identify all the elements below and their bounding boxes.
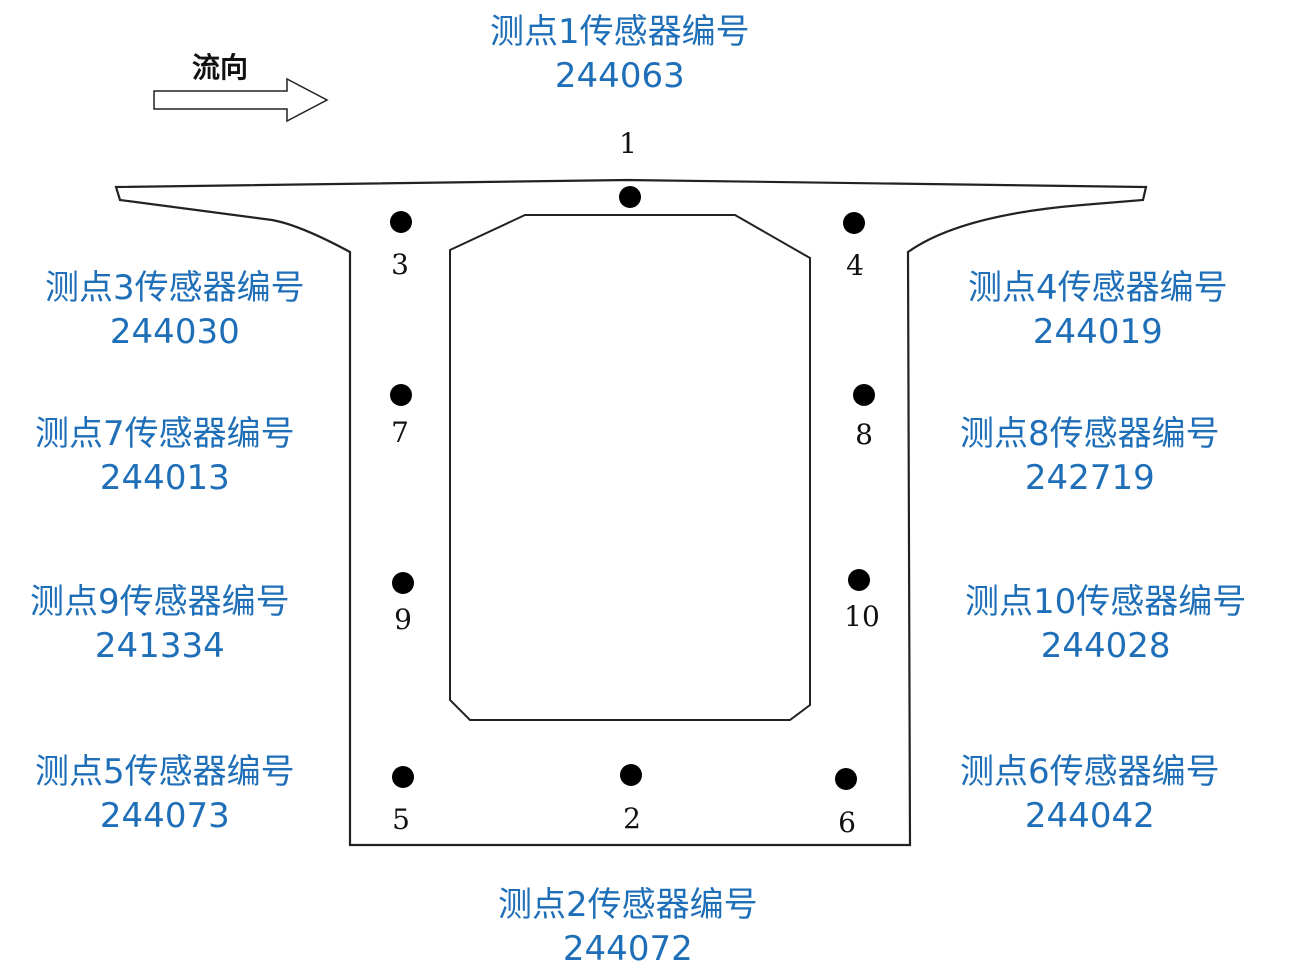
- point-3-marker: [390, 211, 412, 233]
- point-9-title: 测点9传感器编号: [30, 582, 290, 622]
- point-3-title: 测点3传感器编号: [45, 268, 305, 308]
- point-8-title: 测点8传感器编号: [960, 414, 1220, 454]
- point-10-number: 10: [844, 600, 880, 633]
- point-6-marker: [835, 768, 857, 790]
- point-4-number: 4: [846, 249, 864, 282]
- point-8-sensor-id: 242719: [1024, 458, 1155, 498]
- point-9-sensor-id: 241334: [94, 626, 225, 666]
- point-10-sensor-id: 244028: [1040, 626, 1171, 666]
- point-2-label: 测点2传感器编号 244072: [498, 883, 758, 971]
- point-9-label: 测点9传感器编号 241334: [30, 580, 290, 668]
- point-9-number: 9: [394, 603, 412, 636]
- point-6-sensor-id: 244042: [1024, 796, 1155, 836]
- point-5-marker: [392, 766, 414, 788]
- girder-outer-outline: [114, 178, 1148, 847]
- point-4-title: 测点4传感器编号: [968, 268, 1228, 308]
- point-8-label: 测点8传感器编号 242719: [960, 412, 1220, 500]
- point-2-number: 2: [623, 802, 641, 835]
- point-7-sensor-id: 244013: [99, 458, 230, 498]
- point-8-number: 8: [855, 418, 873, 451]
- point-10-marker: [848, 569, 870, 591]
- point-4-sensor-id: 244019: [1032, 312, 1163, 352]
- point-7-number: 7: [391, 416, 409, 449]
- point-6-label: 测点6传感器编号 244042: [960, 750, 1220, 838]
- point-3-sensor-id: 244030: [109, 312, 240, 352]
- point-4-marker: [843, 212, 865, 234]
- point-8-marker: [853, 384, 875, 406]
- point-6-title: 测点6传感器编号: [960, 752, 1220, 792]
- point-7-label: 测点7传感器编号 244013: [35, 412, 295, 500]
- point-4-label: 测点4传感器编号 244019: [968, 266, 1228, 354]
- flow-arrow-icon: [153, 77, 329, 123]
- point-5-sensor-id: 244073: [99, 796, 230, 836]
- point-6-number: 6: [838, 806, 856, 839]
- point-3-label: 测点3传感器编号 244030: [45, 266, 305, 354]
- point-1-number: 1: [619, 127, 637, 160]
- point-1-title: 测点1传感器编号: [490, 12, 750, 52]
- point-5-label: 测点5传感器编号 244073: [35, 750, 295, 838]
- point-3-number: 3: [391, 248, 409, 281]
- point-5-title: 测点5传感器编号: [35, 752, 295, 792]
- point-1-sensor-id: 244063: [554, 56, 685, 96]
- girder-inner-void: [449, 214, 811, 721]
- point-9-marker: [392, 572, 414, 594]
- point-2-marker: [620, 764, 642, 786]
- point-5-number: 5: [392, 803, 410, 836]
- point-10-title: 测点10传感器编号: [965, 582, 1247, 622]
- point-10-label: 测点10传感器编号 244028: [965, 580, 1246, 668]
- point-1-marker: [619, 186, 641, 208]
- point-2-sensor-id: 244072: [562, 929, 693, 969]
- point-7-marker: [390, 384, 412, 406]
- point-2-title: 测点2传感器编号: [498, 885, 758, 925]
- flow-direction-label: 流向: [192, 51, 249, 84]
- point-1-label: 测点1传感器编号 244063: [490, 10, 750, 98]
- point-7-title: 测点7传感器编号: [35, 414, 295, 454]
